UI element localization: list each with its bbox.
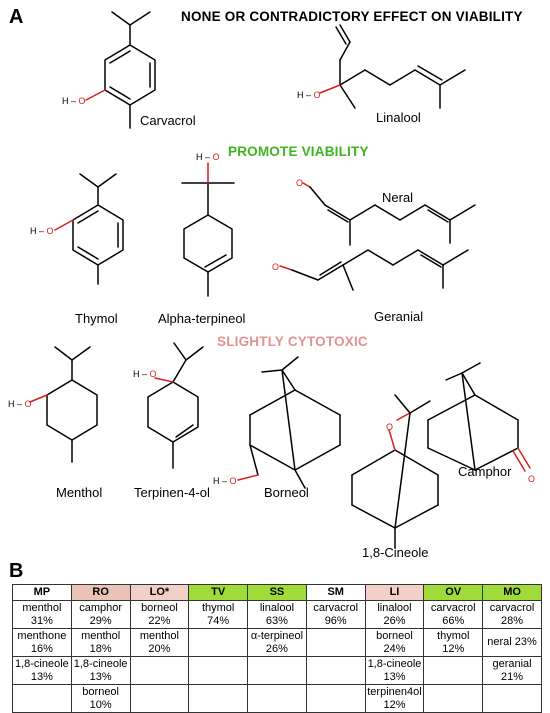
table-cell xyxy=(188,628,249,657)
table-cell xyxy=(188,656,249,685)
table-cell xyxy=(305,628,366,657)
label-camphor: Camphor xyxy=(458,464,512,479)
header-lo: LO* xyxy=(129,584,190,601)
borneol-hydroxyl-label: H – O xyxy=(213,476,237,486)
label-carvacrol: Carvacrol xyxy=(140,113,196,128)
linalool-structure: H – O xyxy=(297,24,466,109)
label-linalool: Linalool xyxy=(376,110,421,125)
table-cell xyxy=(12,684,72,713)
table-cell xyxy=(129,656,190,685)
heading-none-effect: NONE OR CONTRADICTORY EFFECT ON VIABILIT… xyxy=(181,9,523,24)
menthol-structure: H – O xyxy=(8,346,98,463)
table-cell xyxy=(482,684,542,713)
table-cell xyxy=(305,684,366,713)
header-ss: SS xyxy=(247,584,307,601)
menthol-hydroxyl-label: H – O xyxy=(8,399,32,409)
alpha-terpineol-structure: H – O xyxy=(181,152,235,297)
label-thymol: Thymol xyxy=(75,311,118,326)
camphor-structure: O xyxy=(427,362,535,484)
terpinen-4-ol-structure: H – O xyxy=(133,342,204,469)
header-tv: TV xyxy=(188,584,249,601)
camphor-oxygen-label: O xyxy=(528,474,535,484)
geranial-oxygen-label: O xyxy=(272,262,279,272)
table-cell xyxy=(129,684,190,713)
cineole-oxygen-label: O xyxy=(386,422,393,432)
table-header-row: MP RO LO* TV SS SM LI OV MO xyxy=(12,584,542,601)
panel-b-letter: B xyxy=(9,560,24,582)
header-sm: SM xyxy=(305,584,366,601)
heading-slightly-cytotoxic: SLIGHTLY CYTOTOXIC xyxy=(217,334,368,349)
label-alpha-terpineol: Alpha-terpineol xyxy=(158,311,246,326)
label-menthol: Menthol xyxy=(56,485,103,500)
label-geranial: Geranial xyxy=(374,309,424,324)
alpha-terpineol-hydroxyl-label: H – O xyxy=(196,152,220,162)
neral-oxygen-label: O xyxy=(296,178,303,188)
thymol-structure: H – O xyxy=(30,173,124,285)
label-cineole: 1,8-Cineole xyxy=(362,545,429,560)
borneol-structure: H – O xyxy=(213,356,341,489)
structure-diagram: H – O H – O H – O xyxy=(8,11,535,549)
label-neral: Neral xyxy=(382,190,414,205)
table-cell xyxy=(247,656,307,685)
neral-structure: O xyxy=(296,178,476,246)
table-cell xyxy=(423,684,484,713)
table-cell xyxy=(423,656,484,685)
header-li: LI xyxy=(364,584,425,601)
table-cell xyxy=(188,684,249,713)
table-cell xyxy=(305,656,366,685)
geranial-structure: O xyxy=(272,249,469,291)
header-mo: MO xyxy=(482,584,542,601)
header-mp: MP xyxy=(12,584,72,601)
label-borneol: Borneol xyxy=(264,485,309,500)
heading-promote-viability: PROMOTE VIABILITY xyxy=(228,144,369,159)
terpinen-4-ol-hydroxyl-label: H – O xyxy=(133,369,157,379)
table-cell: neral 23% xyxy=(482,628,542,657)
label-terpinen-4-ol: Terpinen-4-ol xyxy=(134,485,210,500)
header-ro: RO xyxy=(70,584,131,601)
linalool-hydroxyl-label: H – O xyxy=(297,90,321,100)
cineole-structure: O xyxy=(351,394,439,549)
panel-a-letter: A xyxy=(9,6,24,28)
carvacrol-structure: H – O xyxy=(62,11,156,129)
header-ov: OV xyxy=(423,584,484,601)
table-cell xyxy=(247,684,307,713)
carvacrol-hydroxyl-label: H – O xyxy=(62,96,86,106)
thymol-hydroxyl-label: H – O xyxy=(30,226,54,236)
